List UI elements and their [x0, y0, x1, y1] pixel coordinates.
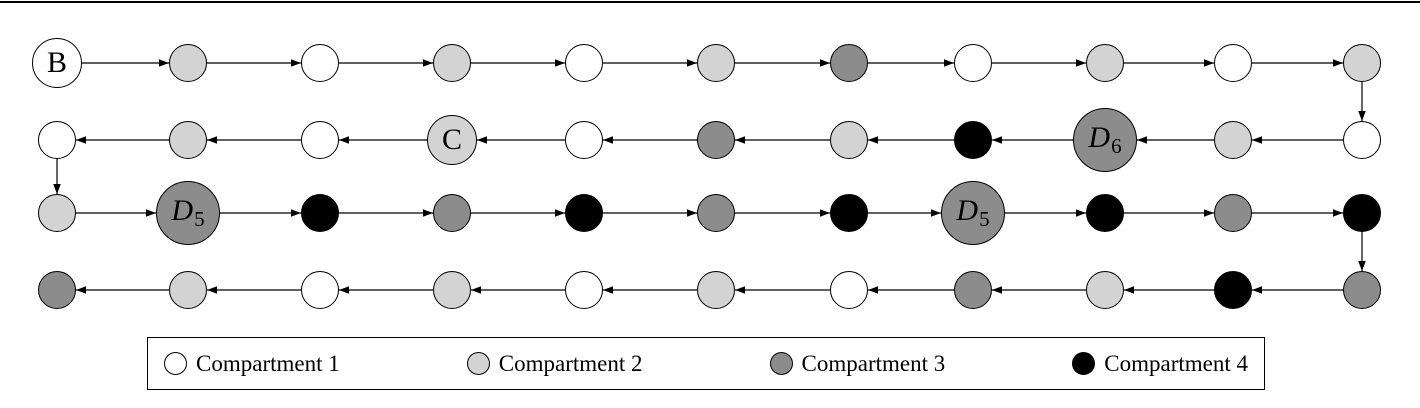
node-label: D6: [1088, 120, 1122, 159]
legend-label: Compartment 3: [801, 350, 946, 376]
graph-node: [38, 121, 76, 159]
compartment-4-circle-icon: [1072, 352, 1096, 375]
graph-node: [1214, 44, 1252, 82]
graph-node: [697, 194, 735, 232]
graph-node: [565, 44, 603, 82]
graph-node: [38, 271, 76, 309]
graph-node: [1214, 271, 1252, 309]
graph-node: [1343, 121, 1381, 159]
graph-node: [38, 194, 76, 232]
graph-node: [169, 121, 207, 159]
graph-node: [697, 271, 735, 309]
node-label: B: [46, 46, 67, 79]
legend-label: Compartment 2: [498, 350, 643, 376]
graph-node: [433, 44, 471, 82]
legend-item-compartment-1: Compartment 1: [164, 351, 340, 377]
legend-label: Compartment 1: [196, 350, 340, 376]
compartment-3-circle-icon: [769, 352, 793, 375]
graph-node-c: C: [427, 115, 477, 165]
graph-node: [1086, 194, 1124, 232]
graph-node: [301, 271, 339, 309]
legend-label: Compartment 4: [1104, 350, 1248, 376]
graph-node-b: B: [32, 38, 82, 88]
top-rule: [0, 1, 1420, 3]
graph-node: [565, 194, 603, 232]
graph-node: [433, 271, 471, 309]
compartment-1-circle-icon: [164, 352, 187, 375]
graph-node: [1343, 194, 1381, 232]
node-label: D5: [956, 193, 990, 232]
graph-node: [1214, 121, 1252, 159]
graph-node-d5: D5: [941, 181, 1005, 245]
graph-node-d5: D5: [156, 181, 220, 245]
legend-item-compartment-4: Compartment 4: [1072, 351, 1248, 377]
graph-node: [954, 271, 992, 309]
graph-node: [1086, 44, 1124, 82]
graph-node: [565, 271, 603, 309]
legend-item-compartment-3: Compartment 3: [769, 350, 946, 377]
graph-node: [1343, 44, 1381, 82]
graph-node: [301, 121, 339, 159]
graph-node: [954, 121, 992, 159]
graph-node: [697, 44, 735, 82]
graph-node: [301, 44, 339, 82]
graph-node: [1343, 271, 1381, 309]
node-label: D5: [171, 193, 205, 232]
graph-node: [830, 194, 868, 232]
graph-node: [830, 44, 868, 82]
graph-node: [169, 271, 207, 309]
legend-item-compartment-2: Compartment 2: [466, 350, 643, 377]
node-label: C: [441, 123, 462, 156]
graph-node: [169, 44, 207, 82]
graph-node-d6: D6: [1073, 108, 1137, 172]
graph-node: [830, 271, 868, 309]
graph-node: [697, 121, 735, 159]
graph-node: [1086, 271, 1124, 309]
legend: Compartment 1 Compartment 2 Compartment …: [147, 337, 1265, 390]
graph-node: [830, 121, 868, 159]
compartment-2-circle-icon: [466, 352, 490, 375]
graph-node: [1214, 194, 1252, 232]
graph-node: [433, 194, 471, 232]
graph-node: [954, 44, 992, 82]
graph-node: [565, 121, 603, 159]
graph-node: [301, 194, 339, 232]
